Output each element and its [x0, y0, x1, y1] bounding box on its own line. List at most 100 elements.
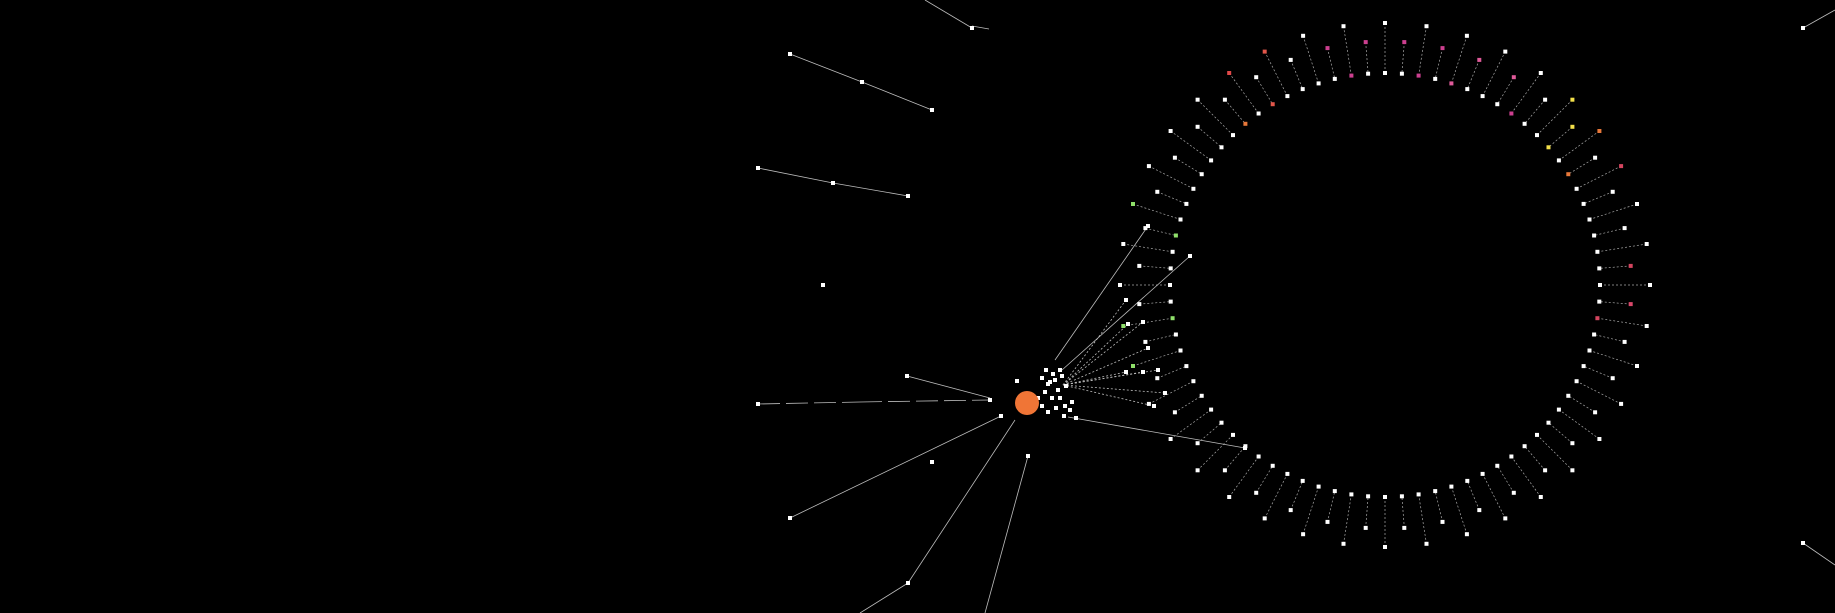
- graph-node[interactable]: [1610, 189, 1615, 194]
- graph-node[interactable]: [1383, 21, 1387, 25]
- graph-node[interactable]: [1366, 71, 1371, 76]
- graph-node[interactable]: [1622, 226, 1627, 231]
- graph-node[interactable]: [1570, 97, 1575, 102]
- graph-node[interactable]: [1477, 508, 1482, 513]
- graph-node[interactable]: [1300, 478, 1305, 483]
- graph-node[interactable]: [1146, 346, 1150, 350]
- graph-node[interactable]: [1118, 283, 1122, 287]
- graph-node[interactable]: [1044, 368, 1048, 372]
- graph-node[interactable]: [970, 26, 974, 30]
- graph-node[interactable]: [1595, 316, 1600, 321]
- graph-node[interactable]: [1495, 463, 1500, 468]
- graph-node[interactable]: [1581, 201, 1586, 206]
- graph-node[interactable]: [1566, 393, 1571, 398]
- graph-node[interactable]: [1316, 81, 1321, 86]
- graph-node[interactable]: [1152, 404, 1156, 408]
- graph-node[interactable]: [1054, 406, 1058, 410]
- graph-node[interactable]: [1543, 468, 1548, 473]
- graph-node[interactable]: [1424, 541, 1429, 546]
- graph-node[interactable]: [1146, 401, 1151, 406]
- graph-node[interactable]: [1635, 364, 1639, 368]
- graph-node[interactable]: [1231, 133, 1235, 138]
- graph-node[interactable]: [1026, 454, 1030, 458]
- graph-node[interactable]: [1163, 391, 1167, 395]
- graph-node[interactable]: [1511, 75, 1516, 80]
- graph-node[interactable]: [1121, 242, 1126, 246]
- graph-node[interactable]: [1170, 249, 1175, 254]
- graph-node[interactable]: [1172, 155, 1177, 160]
- graph-node[interactable]: [1503, 516, 1508, 521]
- graph-node[interactable]: [1184, 201, 1189, 206]
- graph-node[interactable]: [1195, 124, 1200, 129]
- graph-node[interactable]: [831, 181, 835, 185]
- graph-node[interactable]: [1644, 324, 1649, 328]
- graph-node[interactable]: [1593, 155, 1598, 160]
- graph-node[interactable]: [1509, 111, 1514, 116]
- graph-node[interactable]: [1511, 490, 1516, 495]
- graph-node[interactable]: [1222, 97, 1227, 102]
- graph-node[interactable]: [1648, 283, 1652, 287]
- graph-node[interactable]: [1464, 532, 1469, 537]
- graph-node[interactable]: [1570, 441, 1575, 446]
- graph-node[interactable]: [1063, 404, 1067, 408]
- graph-node[interactable]: [1610, 376, 1615, 381]
- graph-node[interactable]: [1593, 410, 1598, 415]
- graph-node[interactable]: [1619, 164, 1624, 169]
- graph-node[interactable]: [1262, 516, 1267, 521]
- graph-node[interactable]: [1480, 471, 1485, 476]
- graph-node[interactable]: [1068, 408, 1072, 412]
- graph-node[interactable]: [1040, 404, 1044, 408]
- graph-node[interactable]: [1341, 24, 1346, 29]
- graph-node[interactable]: [1051, 372, 1055, 376]
- graph-node[interactable]: [1538, 495, 1543, 499]
- graph-node[interactable]: [1256, 454, 1261, 459]
- graph-node[interactable]: [1243, 446, 1247, 450]
- graph-node[interactable]: [1366, 494, 1371, 499]
- graph-node[interactable]: [1062, 414, 1066, 418]
- graph-node[interactable]: [1288, 508, 1293, 513]
- graph-node[interactable]: [1173, 332, 1178, 337]
- graph-node[interactable]: [1219, 420, 1224, 425]
- graph-node[interactable]: [1464, 33, 1469, 38]
- graph-node[interactable]: [1143, 339, 1148, 344]
- graph-node[interactable]: [1199, 393, 1204, 398]
- graph-node[interactable]: [1495, 102, 1500, 107]
- graph-node[interactable]: [1188, 254, 1192, 258]
- graph-node[interactable]: [1598, 283, 1602, 287]
- graph-node[interactable]: [1141, 370, 1145, 374]
- graph-node[interactable]: [1635, 202, 1639, 206]
- graph-node[interactable]: [1178, 217, 1183, 222]
- graph-node[interactable]: [1543, 97, 1548, 102]
- graph-node[interactable]: [1060, 374, 1064, 378]
- graph-node[interactable]: [1574, 379, 1579, 384]
- graph-node[interactable]: [1556, 407, 1561, 412]
- graph-node[interactable]: [1644, 242, 1649, 246]
- graph-node[interactable]: [1535, 133, 1539, 138]
- hub-node[interactable]: [1015, 391, 1039, 415]
- graph-node[interactable]: [1131, 364, 1135, 368]
- graph-node[interactable]: [1048, 380, 1052, 384]
- graph-node[interactable]: [1170, 316, 1175, 321]
- graph-node[interactable]: [1402, 525, 1407, 530]
- graph-node[interactable]: [1383, 495, 1387, 499]
- graph-node[interactable]: [1131, 202, 1135, 206]
- graph-node[interactable]: [1191, 379, 1196, 384]
- graph-node[interactable]: [1383, 71, 1387, 75]
- graph-node[interactable]: [1285, 471, 1290, 476]
- graph-node[interactable]: [1503, 49, 1508, 54]
- graph-node[interactable]: [1172, 410, 1177, 415]
- graph-node[interactable]: [1270, 102, 1275, 107]
- graph-node[interactable]: [1399, 71, 1404, 76]
- graph-node[interactable]: [1227, 71, 1232, 75]
- graph-node[interactable]: [1074, 416, 1078, 420]
- graph-node[interactable]: [1058, 368, 1062, 372]
- graph-node[interactable]: [1121, 324, 1126, 328]
- graph-node[interactable]: [1300, 87, 1305, 92]
- graph-node[interactable]: [1363, 525, 1368, 530]
- graph-node[interactable]: [988, 398, 992, 402]
- graph-node[interactable]: [1535, 432, 1539, 437]
- graph-node[interactable]: [1015, 379, 1019, 383]
- graph-node[interactable]: [1477, 57, 1482, 62]
- graph-node[interactable]: [1285, 94, 1290, 99]
- graph-node[interactable]: [1064, 384, 1068, 388]
